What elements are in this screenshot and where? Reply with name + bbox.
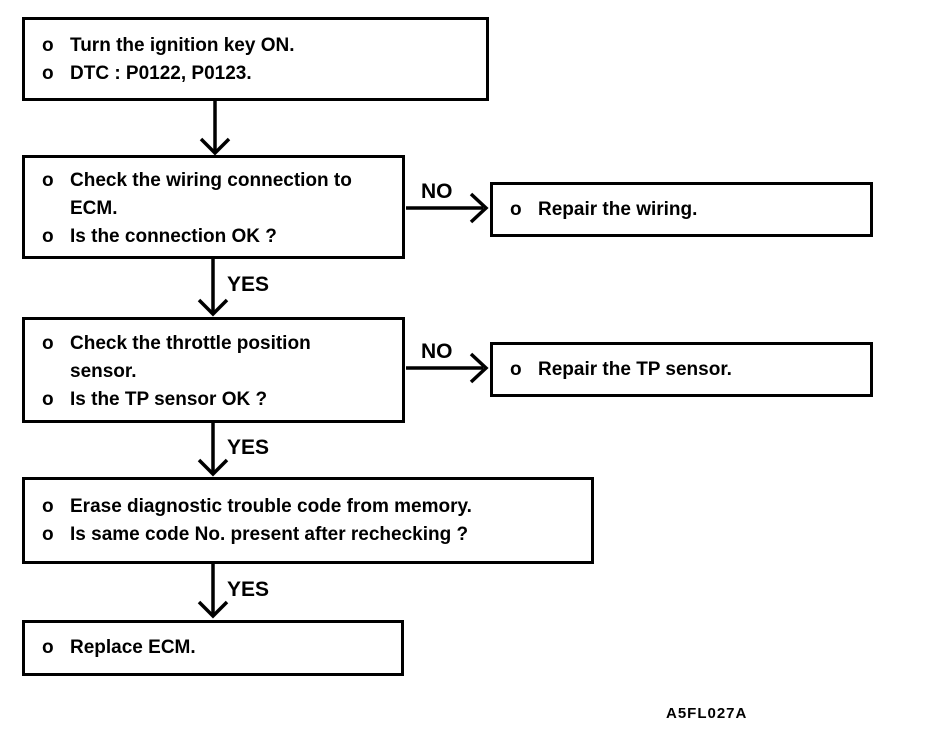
list-item: o Check the throttle position sensor. [25, 330, 402, 386]
step-text: DTC : P0122, P0123. [70, 63, 252, 84]
list-item: o Repair the wiring. [493, 196, 870, 224]
question-text: Is same code No. present after recheckin… [70, 524, 469, 545]
edge-label-no-1: NO [421, 180, 453, 203]
node-check-wiring-connection: o Check the wiring connection to ECM. o … [22, 155, 405, 259]
step-text: Turn the ignition key ON. [70, 35, 295, 56]
bullet-marker: o [42, 333, 54, 354]
node-check-tp-sensor: o Check the throttle position sensor. o … [22, 317, 405, 423]
edge-label-yes-2: YES [227, 436, 270, 459]
list-item: o Is the TP sensor OK ? [25, 386, 402, 414]
arrow-no-to-repair-tp [406, 352, 489, 384]
list-item: o Replace ECM. [25, 634, 401, 662]
step-text: Repair the wiring. [538, 198, 698, 220]
list-item: o Check the wiring connection to ECM. [25, 167, 402, 223]
bullet-marker: o [42, 63, 54, 84]
node-replace-ecm: o Replace ECM. [22, 620, 404, 676]
list-item: o DTC : P0122, P0123. [25, 60, 486, 88]
arrow-no-to-repair-wiring [406, 192, 489, 224]
list-item: o Is same code No. present after recheck… [25, 521, 591, 549]
step-text: Check the throttle position sensor. [70, 333, 311, 382]
bullet-marker: o [510, 198, 522, 220]
list-item: o Erase diagnostic trouble code from mem… [25, 493, 591, 521]
bullet-marker: o [42, 226, 54, 247]
node-erase-dtc: o Erase diagnostic trouble code from mem… [22, 477, 594, 564]
bullet-marker: o [42, 524, 54, 545]
edge-label-yes-3: YES [227, 578, 270, 601]
bullet-marker: o [42, 35, 54, 56]
step-text: Erase diagnostic trouble code from memor… [70, 496, 472, 517]
list-item: o Is the connection OK ? [25, 223, 402, 251]
question-text: Is the TP sensor OK ? [70, 389, 268, 410]
arrow-yes-to-erase-dtc [197, 423, 229, 477]
node-repair-tp-sensor: o Repair the TP sensor. [490, 342, 873, 397]
bullet-marker: o [42, 389, 54, 410]
arrow-start-to-check-wiring [199, 100, 231, 156]
step-text: Repair the TP sensor. [538, 358, 732, 380]
question-text: Is the connection OK ? [70, 226, 277, 247]
edge-label-yes-1: YES [227, 273, 270, 296]
bullet-marker: o [510, 358, 522, 380]
arrow-yes-to-check-tp [197, 259, 229, 317]
figure-id-label: A5FL027A [666, 705, 748, 722]
step-text: Check the wiring connection to ECM. [70, 170, 352, 219]
step-text: Replace ECM. [70, 637, 196, 658]
edge-label-no-2: NO [421, 340, 453, 363]
list-item: o Repair the TP sensor. [493, 356, 870, 384]
node-start: o Turn the ignition key ON. o DTC : P012… [22, 17, 489, 101]
bullet-marker: o [42, 496, 54, 517]
bullet-marker: o [42, 170, 54, 191]
node-repair-wiring: o Repair the wiring. [490, 182, 873, 237]
arrow-yes-to-replace-ecm [197, 564, 229, 619]
bullet-marker: o [42, 637, 54, 658]
list-item: o Turn the ignition key ON. [25, 32, 486, 60]
